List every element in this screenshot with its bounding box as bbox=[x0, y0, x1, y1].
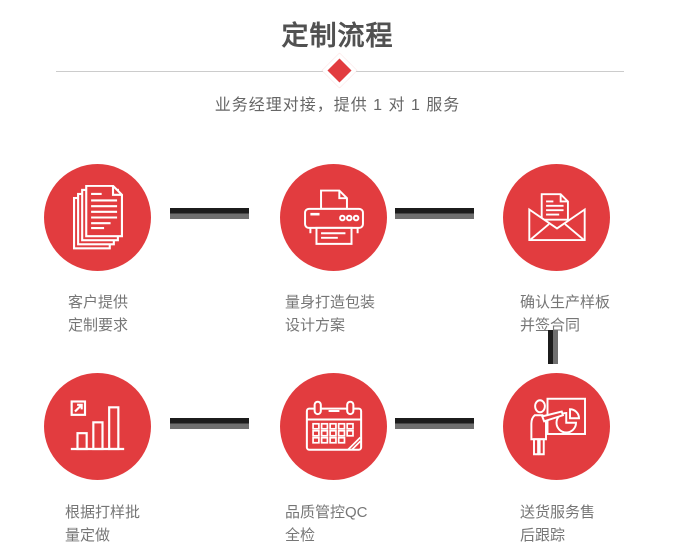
step-label-2: 量身打造包装 设计方案 bbox=[285, 291, 375, 337]
step-label-line: 根据打样批 bbox=[65, 504, 141, 521]
step-label-line: 确认生产样板 bbox=[520, 294, 611, 311]
envelope-icon bbox=[527, 193, 586, 242]
step-circle-2 bbox=[280, 164, 387, 271]
step-circle-4 bbox=[44, 373, 151, 480]
step-label-line: 量定做 bbox=[65, 527, 111, 544]
step-label-4: 根据打样批 量定做 bbox=[65, 501, 140, 547]
step-circle-5 bbox=[280, 373, 387, 480]
step-circle-1 bbox=[44, 164, 151, 271]
step-label-line: 全检 bbox=[285, 527, 316, 544]
step-label-line: 并签合同 bbox=[520, 317, 581, 334]
documents-icon bbox=[72, 185, 123, 250]
connector-bar bbox=[395, 418, 474, 429]
step-label-line: 设计方案 bbox=[285, 317, 346, 334]
step-circle-6 bbox=[503, 373, 610, 480]
presentation-icon bbox=[530, 397, 586, 456]
step-circle-3 bbox=[503, 164, 610, 271]
calendar-icon bbox=[305, 400, 362, 451]
connector-bar bbox=[170, 208, 249, 219]
step-label-line: 后跟踪 bbox=[520, 527, 566, 544]
step-label-3: 确认生产样板 并签合同 bbox=[520, 291, 610, 337]
step-label-5: 品质管控QC 全检 bbox=[285, 501, 368, 547]
step-label-line: 品质管控QC bbox=[285, 504, 368, 521]
page-subtitle: 业务经理对接，提供 1 对 1 服务 bbox=[214, 97, 461, 114]
step-label-line: 定制要求 bbox=[68, 317, 129, 334]
diamond-accent-icon bbox=[321, 52, 358, 89]
connector-bar bbox=[170, 418, 249, 429]
step-label-line: 送货服务售 bbox=[520, 504, 596, 521]
step-label-line: 客户提供 bbox=[68, 294, 129, 311]
connector-bar-vertical bbox=[548, 330, 558, 364]
step-label-6: 送货服务售 后跟踪 bbox=[520, 501, 595, 547]
step-label-1: 客户提供 定制要求 bbox=[68, 291, 128, 337]
bar-chart-icon bbox=[70, 400, 125, 451]
page-title: 定制流程 bbox=[281, 21, 394, 51]
connector-bar bbox=[395, 208, 474, 219]
printer-icon bbox=[303, 189, 364, 245]
step-label-line: 量身打造包装 bbox=[285, 294, 376, 311]
